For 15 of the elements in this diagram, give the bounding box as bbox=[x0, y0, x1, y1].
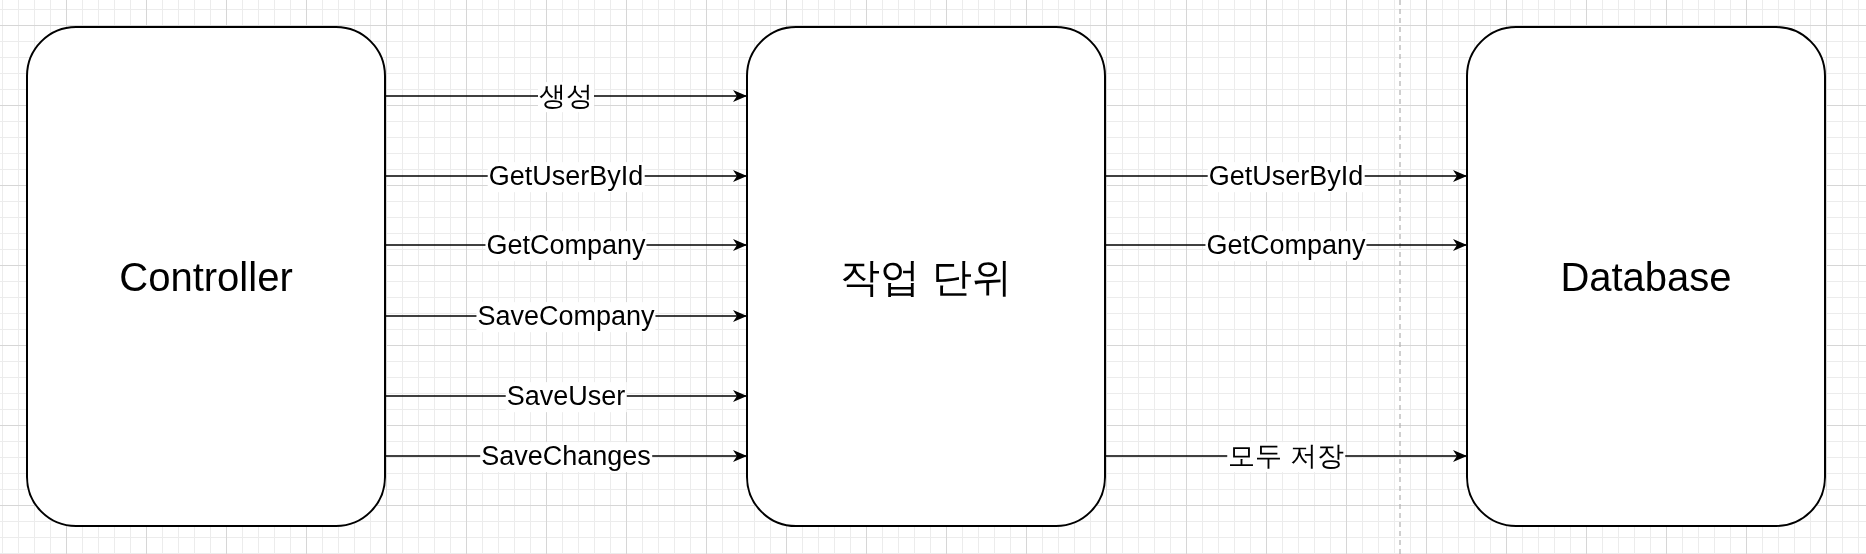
edge-label: 모두 저장 bbox=[1227, 442, 1345, 472]
process-box bbox=[1466, 26, 1826, 527]
edge-label: SaveUser bbox=[505, 382, 627, 412]
edge-label: GetCompany bbox=[485, 231, 647, 261]
node-label: Controller bbox=[119, 253, 293, 300]
node-label: Database bbox=[1560, 253, 1732, 300]
edge-label: SaveChanges bbox=[480, 442, 652, 472]
edge-label: GetUserById bbox=[1207, 162, 1365, 192]
process-box bbox=[26, 26, 386, 527]
process-box bbox=[746, 26, 1106, 527]
edge-label: SaveCompany bbox=[476, 302, 656, 332]
node-label: 작업 단위 bbox=[840, 253, 1012, 300]
edge-label: GetUserById bbox=[487, 162, 645, 192]
edge-label: 생성 bbox=[538, 82, 594, 112]
edge-label: GetCompany bbox=[1205, 231, 1367, 261]
